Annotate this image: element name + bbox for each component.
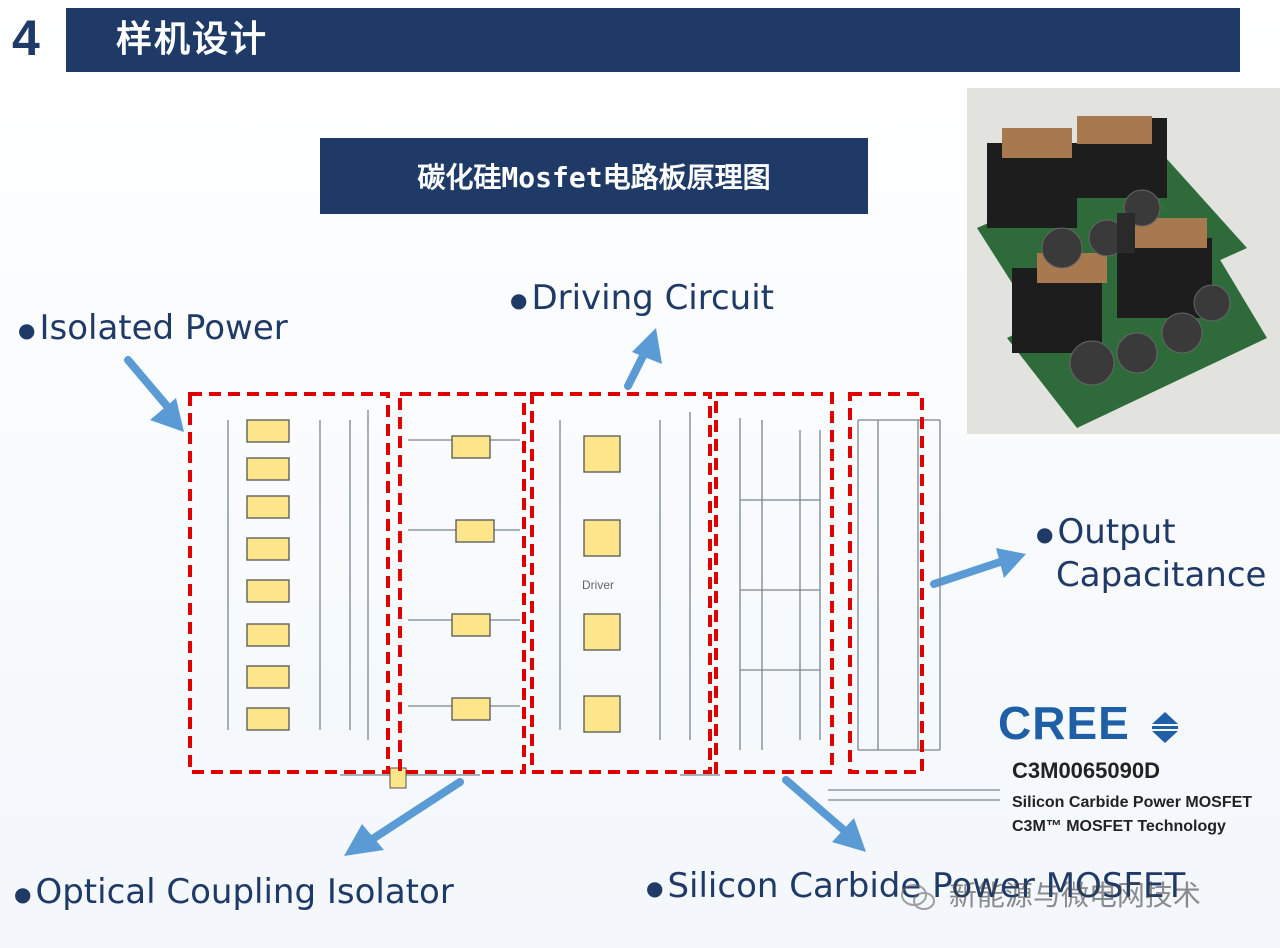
bullet-dot-icon: ● <box>18 317 36 342</box>
page-title: 样机设计 <box>116 19 269 60</box>
part-description: Silicon Carbide Power MOSFET <box>1012 794 1253 811</box>
arrow-icon <box>124 356 184 432</box>
driver-chips <box>583 435 621 733</box>
bullet-dot-icon: ● <box>1036 521 1054 546</box>
cree-logo-icon <box>1151 711 1178 743</box>
label-isolated-power: ●Isolated Power <box>18 308 288 348</box>
part-number: C3M0065090D <box>1012 758 1160 783</box>
subtitle-text: 碳化硅Mosfet电路板原理图 <box>417 161 771 194</box>
arrow-icon <box>624 328 662 390</box>
power-modules <box>246 419 290 731</box>
optocouplers <box>451 435 495 721</box>
cree-part-info: CREE C3M0065090D Silicon Carbide Power M… <box>994 696 1280 846</box>
label-output-capacitance: ●Output <box>1036 512 1176 552</box>
arrow-icon <box>344 778 464 856</box>
wechat-icon <box>901 884 935 910</box>
header-bar: 样机设计 <box>66 8 1240 72</box>
bullet-dot-icon: ● <box>646 875 664 900</box>
label-optical-coupling-isolator: ●Optical Coupling Isolator <box>14 872 454 912</box>
prototype-photo <box>967 88 1280 434</box>
bullet-dot-icon: ● <box>510 287 528 312</box>
bullet-dot-icon: ● <box>14 881 32 906</box>
section-number: 4 <box>12 10 40 66</box>
label-driving-circuit: ●Driving Circuit <box>510 278 775 318</box>
block-outlines <box>188 392 924 774</box>
cree-logo: CREE <box>998 696 1182 750</box>
subtitle-banner: 碳化硅Mosfet电路板原理图 <box>320 138 868 214</box>
driver-label: Driver <box>582 578 614 592</box>
label-silicon-carbide: ●Silicon Carbide Power MOSFET <box>646 866 1186 906</box>
label-output-capacitance-line2: Capacitance <box>1056 555 1267 595</box>
arrow-icon <box>930 548 1026 588</box>
arrow-icon <box>782 776 866 852</box>
watermark: 新能源与微电网技术 <box>900 874 1201 912</box>
part-technology: C3M™ MOSFET Technology <box>1012 818 1226 835</box>
circuit-wiring <box>227 410 1000 801</box>
